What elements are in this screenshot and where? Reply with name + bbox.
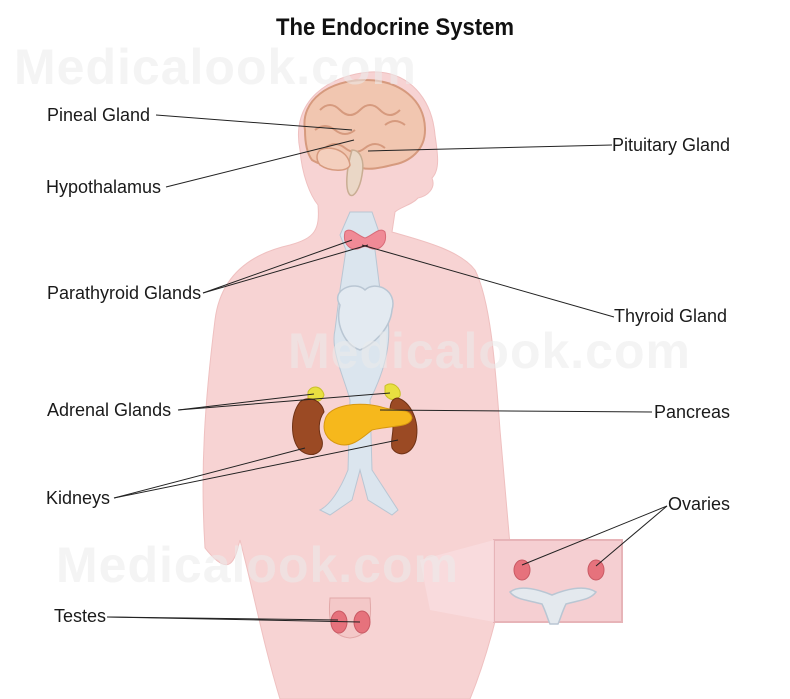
inset-connector <box>420 540 494 622</box>
label-adrenal-glands: Adrenal Glands <box>47 400 172 420</box>
label-testes: Testes <box>54 606 107 626</box>
label-kidneys: Kidneys <box>46 488 111 508</box>
label-ovaries: Ovaries <box>668 494 731 514</box>
ovary-left <box>513 559 531 581</box>
ovary-right <box>587 559 605 581</box>
adrenal-right <box>384 383 401 401</box>
watermark-bottom: Medicalook.com <box>56 537 459 593</box>
brain <box>303 78 427 170</box>
label-parathyroid-glands: Parathyroid Glands <box>47 283 202 303</box>
diagram-title: The Endocrine System <box>275 14 515 41</box>
brain-folds <box>314 104 406 153</box>
leader-lines <box>106 114 668 623</box>
pancreas <box>323 403 413 446</box>
label-pituitary-gland: Pituitary Gland <box>612 135 731 155</box>
label-hypothalamus: Hypothalamus <box>46 177 162 197</box>
watermark-top: Medicalook.com <box>14 39 417 95</box>
thyroid-gland <box>343 229 387 250</box>
heart <box>337 285 394 351</box>
label-pineal-gland: Pineal Gland <box>47 105 151 125</box>
cerebellum <box>316 147 351 171</box>
kidney-left <box>292 398 325 455</box>
label-thyroid-gland: Thyroid Gland <box>614 306 728 326</box>
label-pancreas: Pancreas <box>654 402 731 422</box>
watermark-middle: Medicalook.com <box>288 323 691 379</box>
brain-stem <box>346 149 364 197</box>
uterus <box>508 587 598 625</box>
